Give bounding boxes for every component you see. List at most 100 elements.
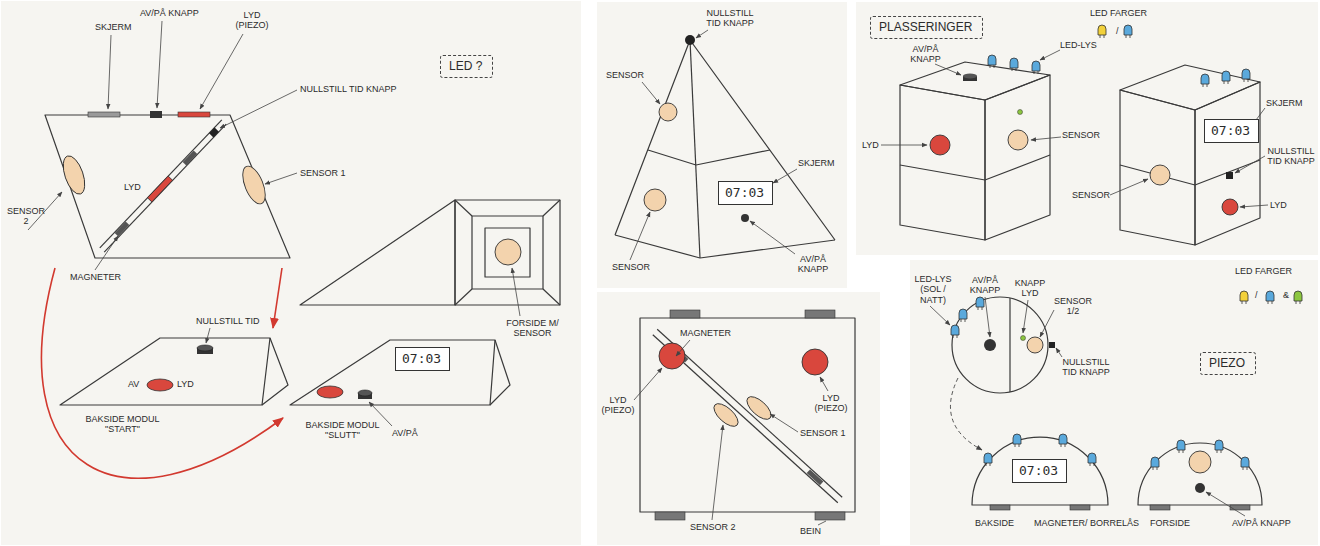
front-wedge — [485, 228, 530, 277]
pyramid-module — [741, 214, 749, 222]
paper-sheet — [856, 2, 1318, 255]
square-module — [653, 335, 838, 503]
sketch-label: LED-LYS — [1060, 40, 1097, 50]
cube-module-back — [1120, 160, 1260, 185]
leader-line — [770, 414, 798, 432]
node-text: 07:03 — [1211, 123, 1252, 139]
sketch-label: MAGNETER — [680, 328, 731, 338]
front-wedge — [543, 200, 560, 216]
sketch-label: BEIN — [800, 526, 821, 536]
sketch-label: AV — [128, 379, 139, 389]
pyramid-module — [659, 103, 677, 121]
dome-back — [1070, 505, 1090, 510]
dome-front — [1230, 505, 1250, 510]
back-wedge-start — [147, 379, 173, 391]
square-module — [655, 512, 685, 520]
round-module-top — [976, 297, 984, 310]
led-colour-key — [1098, 25, 1132, 38]
paper-sheet — [1, 1, 581, 545]
leader-line — [157, 21, 162, 108]
cube-module-front — [963, 74, 977, 79]
back-wedge-start — [60, 338, 270, 405]
split-module-top-view — [150, 111, 162, 118]
leader-line — [1040, 50, 1060, 60]
back-wedge-end — [490, 340, 510, 405]
sketch-label: SENSOR — [612, 262, 650, 272]
leader-line — [1206, 492, 1245, 516]
split-module-top-view — [100, 120, 222, 248]
leader-line — [630, 212, 650, 260]
led-colour-key — [1266, 291, 1274, 304]
sketch-label: SENSOR 1/2 — [1052, 296, 1094, 317]
sketch-label: SENSOR — [1072, 190, 1110, 200]
back-wedge-start — [60, 338, 288, 405]
leader-line — [950, 378, 982, 450]
front-wedge — [300, 200, 560, 305]
leader-line — [881, 145, 927, 146]
dome-front — [1215, 440, 1223, 453]
round-module-top — [952, 297, 1048, 393]
front-wedge — [455, 289, 472, 305]
sketch-label: SENSOR — [1062, 130, 1100, 140]
pyramid-module — [644, 189, 666, 211]
round-module-top — [1009, 298, 1010, 392]
sketch-label: NULLSTILL TID — [196, 316, 260, 326]
cube-module-front — [985, 75, 1050, 240]
front-wedge — [455, 200, 472, 216]
led-colour-key — [1294, 291, 1302, 304]
dashed-note-box: LED ? — [440, 55, 493, 78]
front-wedge — [543, 289, 560, 305]
leader-line — [676, 340, 690, 356]
dome-back — [984, 453, 992, 466]
square-module — [807, 469, 824, 485]
display-screen: 07:03 — [1012, 459, 1067, 483]
leader-line — [985, 297, 990, 337]
square-module — [640, 318, 855, 512]
leader-line — [1031, 137, 1061, 140]
sketch-label: LYD (PIEZO) — [232, 10, 272, 31]
sketch-label: NULLSTILL TID KNAPP — [1266, 146, 1316, 167]
sketch-label: AV/PÅ KNAPP — [964, 275, 1006, 296]
split-module-top-view — [115, 221, 130, 236]
sketch-label: SENSOR 2 — [6, 206, 46, 227]
leader-line — [750, 221, 795, 254]
cube-module-back — [1222, 71, 1230, 84]
square-module — [743, 393, 775, 424]
square-module — [670, 310, 700, 318]
leader-line — [696, 30, 708, 38]
dome-back — [972, 437, 1108, 505]
sketch-label: LYD — [1270, 200, 1287, 210]
leader-line — [935, 64, 961, 75]
dome-front — [1177, 440, 1185, 453]
leader-line — [930, 306, 950, 325]
sketch-label: LED FARGER — [1090, 8, 1147, 18]
led-colour-key — [1240, 291, 1302, 304]
split-module-top-view — [183, 150, 198, 165]
split-module-top-view — [178, 112, 210, 117]
sketch-label: LYD — [862, 140, 879, 150]
cube-module-front — [1008, 130, 1028, 150]
dome-front — [1189, 451, 1211, 473]
sketch-label: MAGNETER — [70, 272, 121, 282]
sketch-label: NULLSTILL TID KNAPP — [300, 84, 397, 94]
sketch-label: FORSIDE — [1150, 518, 1190, 528]
cube-module-back — [1226, 172, 1233, 179]
cube-module-front — [900, 62, 1050, 100]
pyramid-module — [615, 35, 835, 258]
red-flow-arrow — [41, 268, 283, 478]
front-wedge — [495, 239, 521, 265]
led-colour-key — [1240, 291, 1248, 304]
sketch-label: BAKSIDE MODUL "SLUTT" — [305, 420, 380, 441]
sketch-label: MAGNETER/ BORRELÅS — [1034, 518, 1139, 528]
sketch-label: SENSOR 1 — [300, 168, 346, 178]
leader-line — [930, 297, 1245, 516]
split-module-top-view — [104, 124, 226, 252]
sketch-label: LED-LYS (SOL / NATT) — [910, 274, 956, 305]
display-screen: 07:03 — [395, 347, 450, 371]
sketch-label: / — [1116, 26, 1119, 36]
display-screen: 07:03 — [718, 181, 773, 205]
pyramid-module — [690, 40, 700, 258]
sketch-label: SKJERM — [95, 22, 132, 32]
